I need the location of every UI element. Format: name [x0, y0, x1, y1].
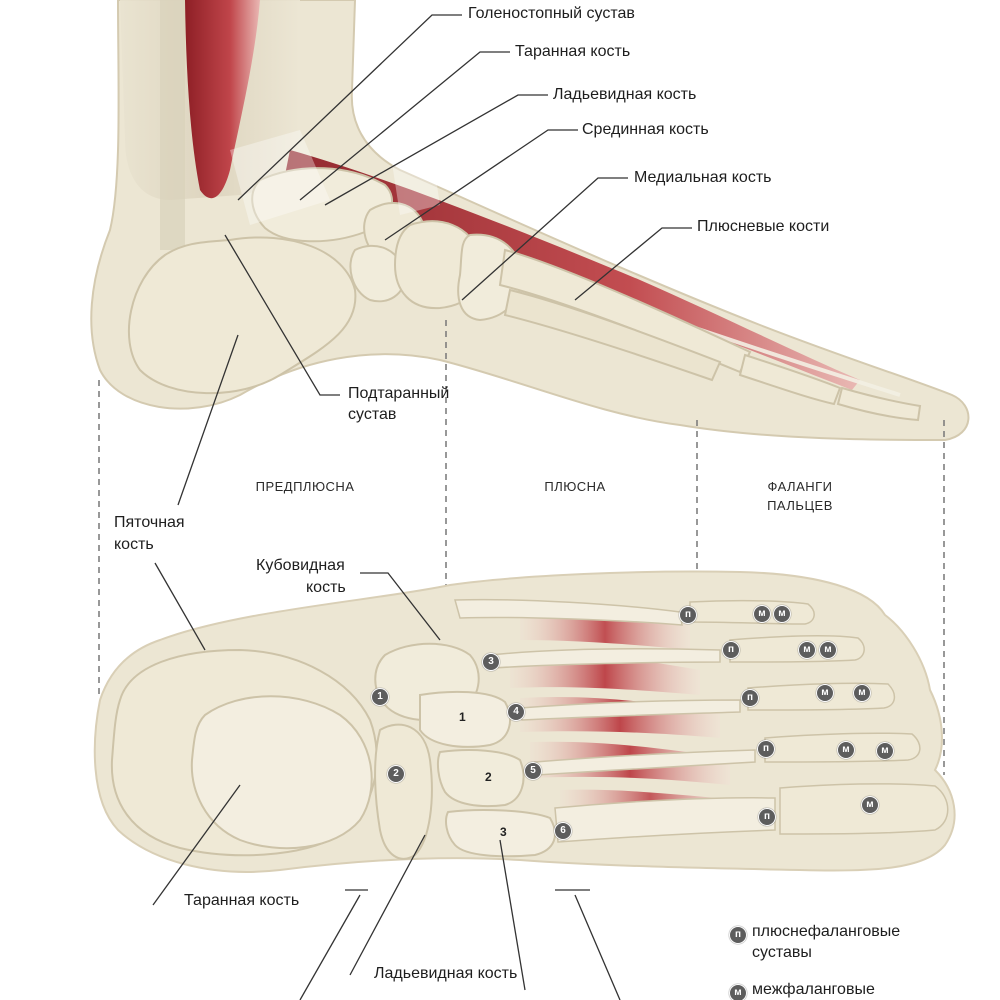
ip-joint-badge: м	[816, 684, 834, 702]
ligament	[230, 130, 330, 225]
metatarsal-side-2	[503, 288, 722, 382]
label-talus-side: Таранная кость	[515, 43, 631, 60]
metatarsal-top-4	[489, 648, 721, 669]
label-subtalar-joint-line1: Подтаранный	[348, 385, 450, 402]
label-calcaneus-line2: кость	[114, 536, 154, 553]
joint-badge-6: 6	[554, 822, 572, 840]
joint-badge-2: 2	[387, 765, 405, 783]
mtp-joint-badge: п	[679, 606, 697, 624]
top-view	[93, 570, 956, 873]
cuneiform-top-1	[419, 690, 511, 748]
leg-muscle	[185, 0, 260, 199]
legend-mtp-line2: суставы	[752, 944, 812, 961]
metatarsal-top-3	[519, 699, 741, 721]
phalanx-side-2	[836, 386, 922, 422]
label-medial-cuneiform: Медиальная кость	[634, 169, 772, 186]
section-dividers	[98, 320, 945, 775]
joint-badge-1: 1	[371, 688, 389, 706]
legend-ip-line1: межфаланговые	[752, 981, 875, 998]
cuneiform-number-3: 3	[500, 825, 507, 839]
label-subtalar-joint-line2: сустав	[348, 406, 397, 423]
ip-joint-badge: м	[853, 684, 871, 702]
joint-badge-4: 4	[507, 703, 525, 721]
metatarsal-top-2	[534, 749, 756, 776]
label-intermediate-cuneiform: Срединная кость	[582, 121, 709, 138]
cuneiform-top-3	[445, 809, 556, 858]
cuneiform-top-2	[436, 749, 525, 808]
label-navicular-side: Ладьевидная кость	[553, 86, 697, 103]
joint-badge-3: 3	[482, 653, 500, 671]
leader-lines	[152, 14, 692, 1000]
side-view	[90, 0, 970, 442]
mtp-joint-badge: п	[758, 808, 776, 826]
mtp-joint-badge: п	[757, 740, 775, 758]
label-ankle-joint: Голеностопный сустав	[468, 5, 635, 22]
section-metatarsus: ПЛЮСНА	[544, 479, 606, 494]
ip-joint-badge: м	[861, 796, 879, 814]
calcaneus-side	[127, 236, 357, 395]
legend-mtp-line1: плюснефаланговые	[752, 923, 901, 940]
label-cuboid-line1: Кубовидная	[256, 557, 345, 574]
section-phalanges-line2: ПАЛЬЦЕВ	[767, 498, 833, 513]
ligament	[390, 140, 440, 215]
section-tarsus: ПРЕДПЛЮСНА	[255, 479, 355, 494]
label-navicular-top: Ладьевидная кость	[374, 965, 518, 982]
label-cuboid-line2: кость	[306, 579, 346, 596]
label-talus-top: Таранная кость	[184, 892, 300, 909]
ip-joint-badge: м	[876, 742, 894, 760]
legend-mtp-badge: п	[729, 926, 747, 944]
phalanx-side-1	[738, 353, 842, 406]
ip-joint-badge: м	[819, 641, 837, 659]
ip-joint-badge: м	[798, 641, 816, 659]
ip-joint-badge: м	[837, 741, 855, 759]
mtp-joint-badge: п	[741, 689, 759, 707]
cuneiform-number-1: 1	[459, 710, 466, 724]
cuneiform-side-1	[349, 245, 407, 303]
label-calcaneus-line1: Пяточная	[114, 514, 185, 531]
fibula-bone	[160, 0, 185, 250]
joint-badge-5: 5	[524, 762, 542, 780]
label-metatarsals: Плюсневые кости	[697, 218, 830, 235]
talus-top	[190, 695, 373, 850]
mtp-joint-badge: п	[722, 641, 740, 659]
section-phalanges-line1: ФАЛАНГИ	[767, 479, 833, 494]
cuneiform-number-2: 2	[485, 770, 492, 784]
legend-ip-badge: м	[729, 984, 747, 1000]
ip-joint-badge: м	[773, 605, 791, 623]
ip-joint-badge: м	[753, 605, 771, 623]
metatarsal-top-1	[554, 797, 776, 843]
